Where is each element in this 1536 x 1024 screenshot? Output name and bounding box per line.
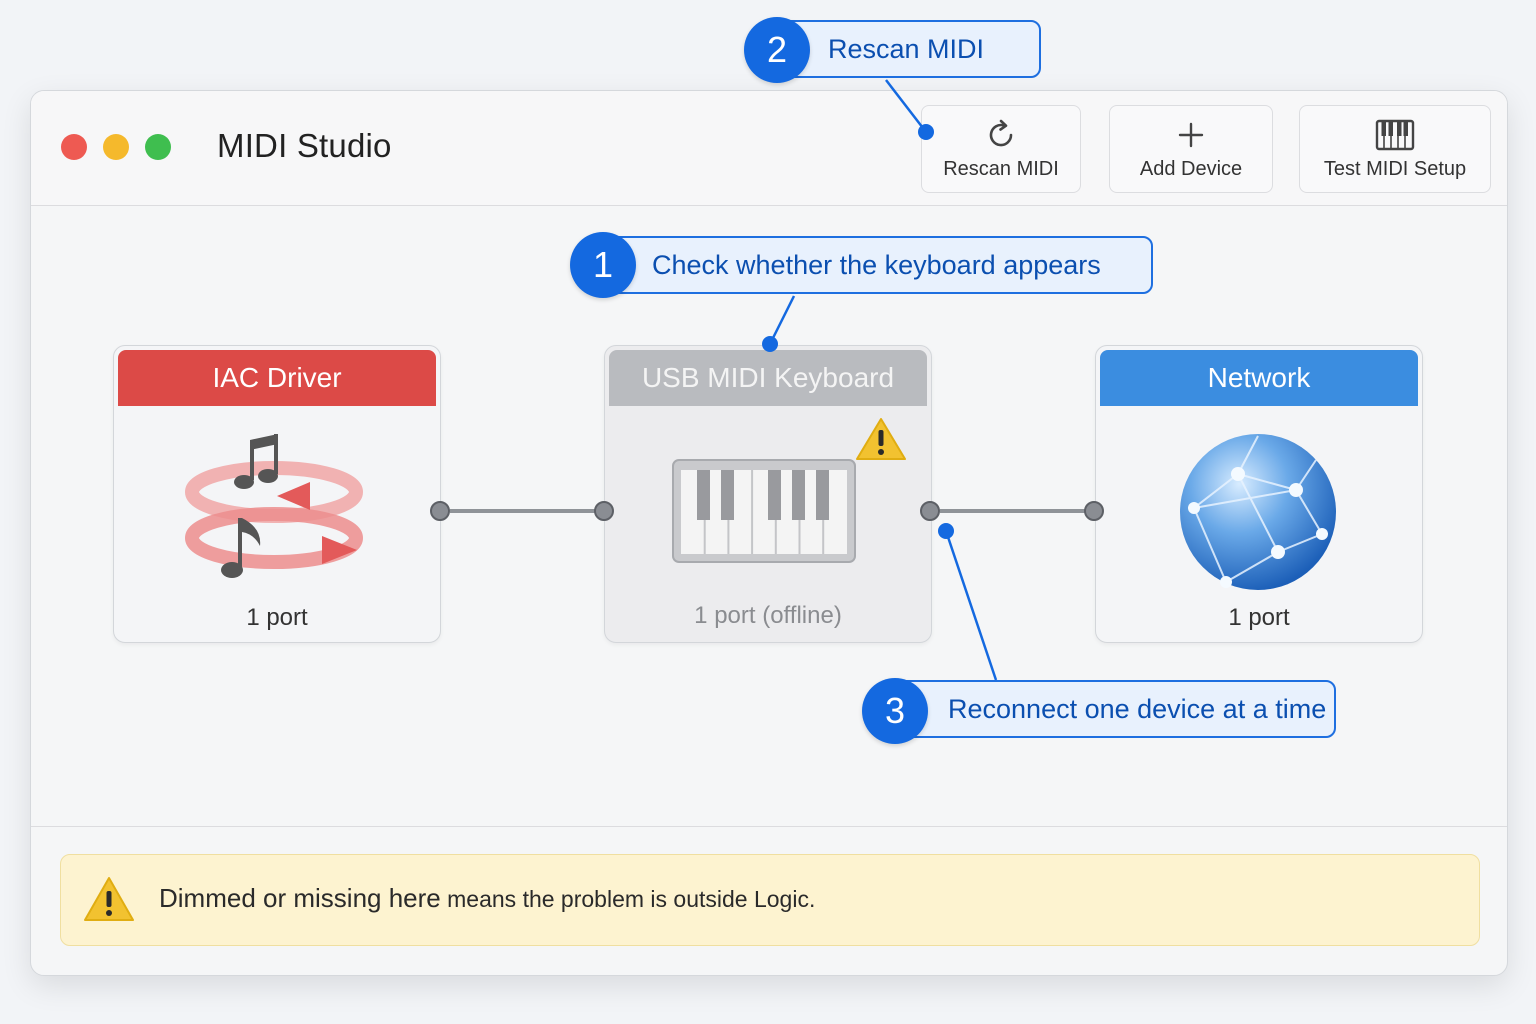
output-port-connector[interactable] [920, 501, 940, 521]
callout-rescan-midi: Rescan MIDI [774, 20, 1041, 78]
step-badge-2: 2 [744, 17, 810, 83]
midi-loop-icon [182, 430, 372, 595]
callout-reconnect-devices: Reconnect one device at a time [892, 680, 1336, 738]
port-count: 1 port [1228, 604, 1290, 631]
warning-text-rest: means the problem is outside Logic. [440, 886, 816, 912]
step-badge-3: 3 [862, 678, 928, 744]
warning-text-emphasis: Dimmed or missing here [159, 883, 441, 913]
port-count: 1 port (offline) [694, 602, 842, 629]
title-bar: MIDI Studio Rescan MIDI Add Device [31, 91, 1507, 206]
warning-text: Dimmed or missing here means the problem… [159, 883, 815, 914]
device-name: IAC Driver [118, 350, 436, 406]
device-card-iac-driver[interactable]: IAC Driver 1 port [113, 345, 441, 643]
callout-text: Reconnect one device at a time [948, 694, 1327, 724]
step-badge-1: 1 [570, 232, 636, 298]
piano-keyboard-icon [671, 458, 857, 569]
plus-icon [1176, 118, 1206, 152]
minimize-window-button[interactable] [103, 134, 129, 160]
callout-check-keyboard: Check whether the keyboard appears [600, 236, 1153, 294]
device-card-usb-midi-keyboard[interactable]: USB MIDI Keyboard 1 port (offline) [604, 345, 932, 643]
warning-banner: Dimmed or missing here means the problem… [60, 854, 1480, 946]
refresh-icon [984, 118, 1018, 152]
piano-keys-icon [1375, 118, 1415, 152]
rescan-midi-button[interactable]: Rescan MIDI [921, 105, 1081, 193]
connection-cable [940, 509, 1094, 513]
callout-text: Check whether the keyboard appears [652, 250, 1101, 280]
device-card-network[interactable]: Network [1095, 345, 1423, 643]
warning-icon [855, 416, 907, 467]
warning-icon [83, 875, 135, 928]
callout-text: Rescan MIDI [828, 34, 985, 64]
test-midi-setup-button[interactable]: Test MIDI Setup [1299, 105, 1491, 193]
device-name: Network [1100, 350, 1418, 406]
footer-divider [31, 826, 1507, 827]
close-window-button[interactable] [61, 134, 87, 160]
test-midi-setup-label: Test MIDI Setup [1323, 157, 1467, 180]
output-port-connector[interactable] [430, 501, 450, 521]
rescan-midi-label: Rescan MIDI [943, 157, 1059, 180]
add-device-button[interactable]: Add Device [1109, 105, 1273, 193]
network-globe-icon [1176, 430, 1340, 599]
device-name: USB MIDI Keyboard [609, 350, 927, 406]
add-device-label: Add Device [1139, 157, 1243, 180]
port-count: 1 port [246, 604, 308, 631]
input-port-connector[interactable] [1084, 501, 1104, 521]
input-port-connector[interactable] [594, 501, 614, 521]
connection-cable [450, 509, 604, 513]
zoom-window-button[interactable] [145, 134, 171, 160]
window-title: MIDI Studio [217, 127, 392, 164]
